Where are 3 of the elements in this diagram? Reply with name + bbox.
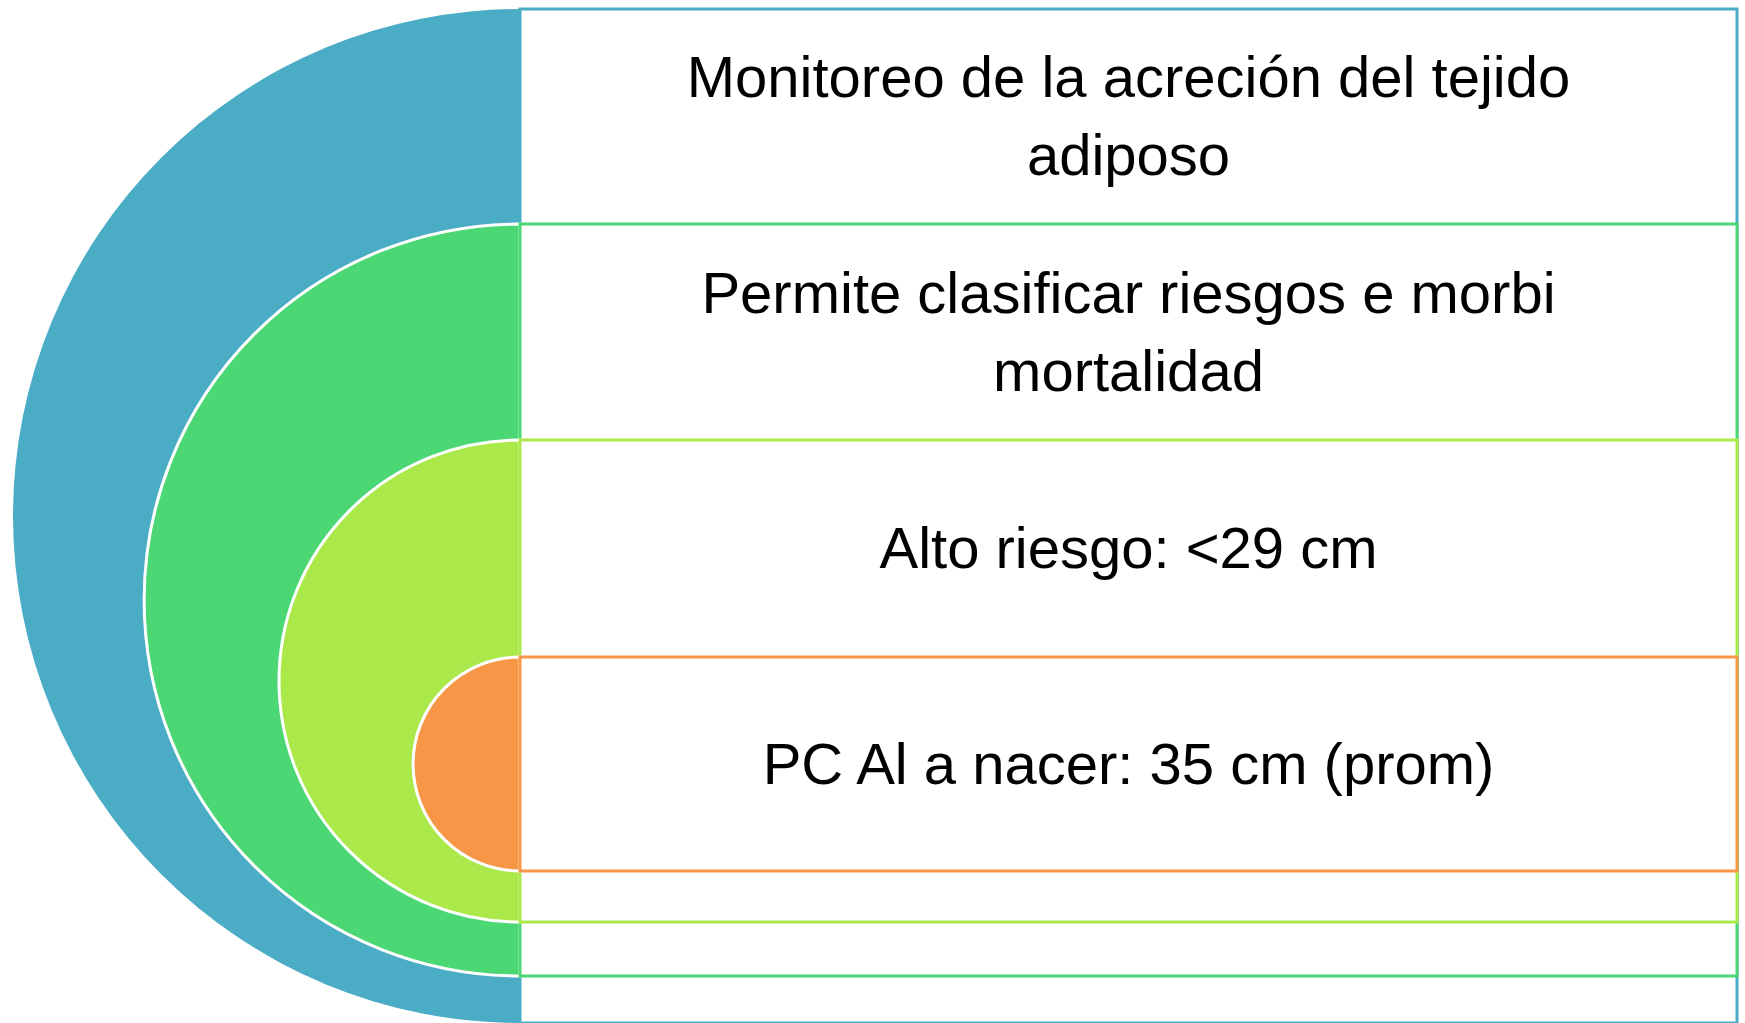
segment-text: Monitoreo de la acreción del tejido adiposo — [685, 42, 1572, 189]
segment-text: Permite clasificar riesgos e morbi mortalidad — [700, 258, 1557, 405]
segment-text: Alto riesgo: <29 cm — [879, 513, 1378, 582]
